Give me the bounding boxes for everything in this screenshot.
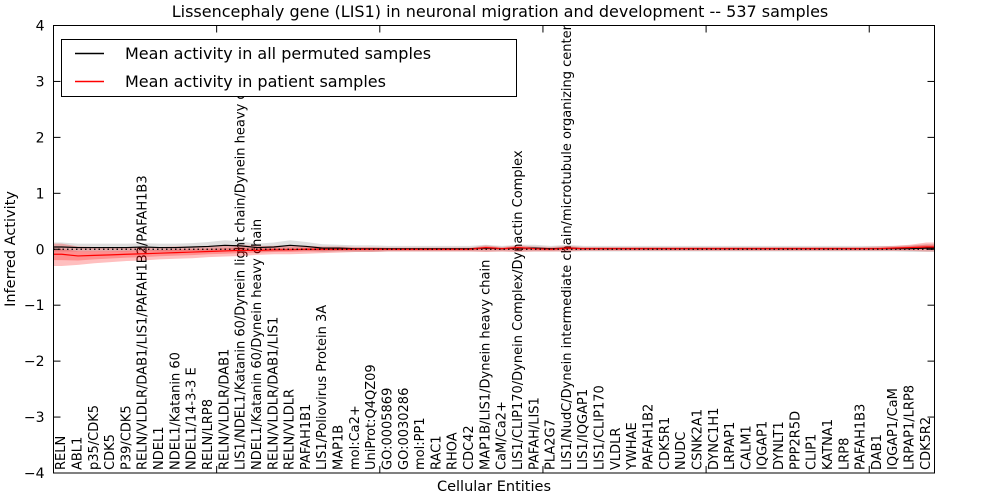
- x-category-label: PLA2G7: [544, 419, 559, 470]
- x-category-label: LRPAP1/LRP8: [903, 385, 918, 470]
- x-category-label: PPP2R5D: [788, 411, 803, 470]
- x-category-label: RELN/VLDLR/DAB1/LIS1: [266, 317, 281, 470]
- x-category-label: NDEL1/Katanin 60: [168, 352, 183, 470]
- x-category-label: LIS1/NudC/Dynein intermediate chain/micr…: [560, 24, 575, 470]
- x-category-label: LRP8: [837, 438, 852, 470]
- y-tick-label: 0: [36, 242, 45, 258]
- x-category-label: mol:Ca2+: [348, 405, 363, 470]
- y-tick-label: 4: [36, 19, 45, 35]
- x-category-label: CALM1: [739, 425, 754, 470]
- x-category-label: RELN/VLDLR/DAB1/LIS1/PAFAH1B2/PAFAH1B3: [136, 175, 151, 470]
- x-category-label: CSNK2A1: [690, 409, 705, 470]
- y-tick-label: 1: [36, 186, 45, 202]
- x-category-label: NDEL1/14-3-3 E: [185, 367, 200, 470]
- x-category-label: RELN/VLDLR: [283, 389, 298, 470]
- x-category-label: CDC42: [462, 425, 477, 470]
- x-category-label: UniProt:Q4QZ09: [364, 364, 379, 470]
- x-category-label: LIS1/Poliovirus Protein 3A: [315, 305, 330, 470]
- x-category-label: p35/CDK5: [87, 405, 102, 470]
- x-category-label: P39/CDK5: [119, 405, 134, 470]
- x-category-label: PAFAH1B1: [299, 404, 314, 470]
- x-category-label: MAP1B/LIS1/Dynein heavy chain: [478, 260, 493, 470]
- x-category-label: LIS1/CLIP170: [593, 385, 608, 470]
- x-category-label: ABL1: [71, 437, 86, 470]
- chart-title: Lissencephaly gene (LIS1) in neuronal mi…: [172, 2, 829, 21]
- y-tick-label: 3: [36, 74, 45, 90]
- x-category-label: VLDLR: [609, 428, 624, 470]
- x-category-label: mol:PP1: [413, 417, 428, 470]
- x-category-label: CDK5R2: [919, 417, 934, 470]
- x-category-label: KATNA1: [821, 419, 836, 470]
- x-category-label: CDK5R1: [658, 417, 673, 470]
- x-category-label: GO:0030286: [397, 388, 412, 470]
- x-axis-title: Cellular Entities: [437, 479, 551, 495]
- y-tick-label: −2: [24, 354, 45, 370]
- x-category-label: NDEL1: [152, 427, 167, 470]
- y-tick-label: −1: [24, 298, 45, 314]
- x-category-label: RAC1: [429, 435, 444, 470]
- x-category-label: NDEL1/Katanin 60/Dynein heavy chain: [250, 219, 265, 470]
- y-tick-label: −3: [24, 410, 45, 426]
- axes-ticks: 4 3 2 1 0 −1 −2 −3 −4: [24, 19, 935, 482]
- x-category-label: CaM/Ca2+: [495, 401, 510, 470]
- x-category-label: PAFAH1B2: [642, 404, 657, 470]
- x-category-label: DAB1: [870, 434, 885, 470]
- x-category-label: IQGAP1: [756, 421, 771, 470]
- x-category-label: RELN/VLDLR/DAB1: [217, 349, 232, 470]
- x-category-label: PAFAH1B3: [854, 404, 869, 470]
- x-category-label: CLIP1: [805, 434, 820, 470]
- legend-label-patient: Mean activity in patient samples: [125, 72, 386, 91]
- series-layer: [53, 240, 935, 267]
- x-category-label: MAP1B: [332, 425, 347, 470]
- x-category-label: LIS1/NDEL1/Katanin 60/Dynein light chain…: [234, 64, 249, 470]
- legend: Mean activity in all permuted samples Me…: [61, 39, 517, 97]
- x-category-label: NUDC: [674, 432, 689, 470]
- x-category-label: GO:0005869: [381, 388, 396, 470]
- x-category-label: DYNC1H1: [707, 408, 722, 470]
- y-axis-title: Inferred Activity: [3, 191, 19, 307]
- x-category-label: YWHAE: [625, 422, 640, 471]
- x-category-label: LRPAP1: [723, 422, 738, 470]
- y-tick-label: 2: [36, 130, 45, 146]
- x-category-label: RELN/LRP8: [201, 399, 216, 470]
- x-category-label: LIS1/IQGAP1: [576, 389, 591, 470]
- legend-box: [61, 39, 517, 97]
- x-category-label: RHOA: [446, 432, 461, 470]
- x-category-label: DYNLT1: [772, 421, 787, 470]
- x-category-label: CDK5: [103, 434, 118, 470]
- patient-mean-line: [53, 246, 935, 257]
- x-category-label: IQGAP1/CaM: [886, 388, 901, 470]
- x-category-label: RELN: [54, 436, 69, 470]
- x-category-label: LIS1/CLIP170/Dynein Complex/Dynactin Com…: [511, 150, 526, 470]
- y-tick-label: −4: [24, 466, 45, 482]
- legend-label-permuted: Mean activity in all permuted samples: [125, 44, 431, 63]
- x-category-label: PAFAH/LIS1: [527, 397, 542, 470]
